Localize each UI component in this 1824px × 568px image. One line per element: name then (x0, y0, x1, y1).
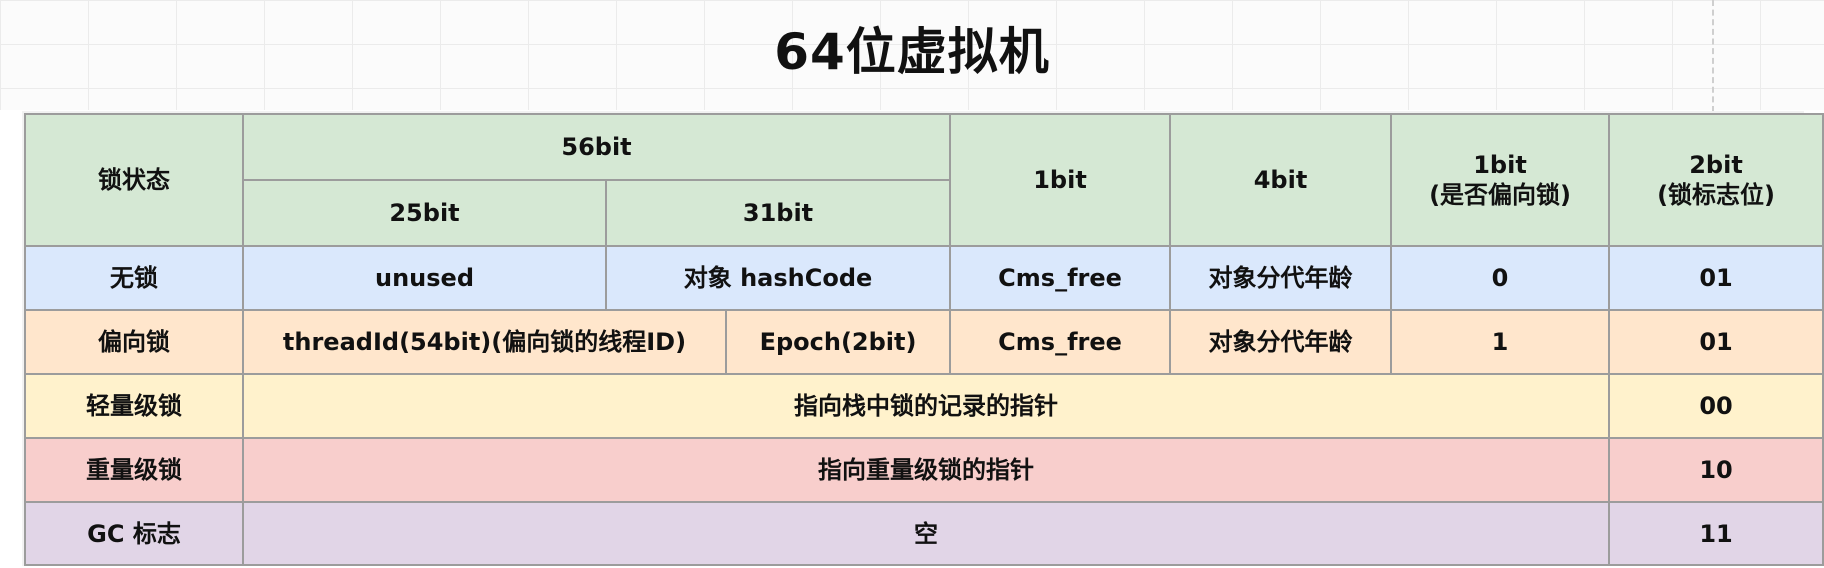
header-56bit: 56bit (241, 113, 952, 181)
cell-unused: unused (242, 245, 607, 311)
state-no-lock: 无锁 (24, 245, 244, 311)
cell-stack-lock-record-pointer: 指向栈中锁的记录的指针 (241, 373, 1611, 439)
cell-epoch: Epoch(2bit) (724, 309, 952, 375)
header-row-bottom: 25bit 31bit (25, 179, 1823, 247)
header-row-top: 锁状态 56bit 1bit 4bit 1bit (是否偏向锁) 2bit (锁… (24, 113, 1824, 247)
state-biased-lock: 偏向锁 (24, 309, 244, 375)
row-biased-lock: 偏向锁 threadId(54bit)(偏向锁的线程ID) Epoch(2bit… (24, 309, 1824, 375)
header-biased-bit-desc: (是否偏向锁) (1429, 181, 1571, 209)
page-title: 64位虚拟机 (774, 23, 1050, 81)
row-no-lock: 无锁 unused 对象 hashCode Cms_free 对象分代年龄 0 … (24, 245, 1824, 311)
header-1bit: 1bit (949, 113, 1172, 247)
cell-gc-age: 对象分代年龄 (1169, 309, 1393, 375)
mark-word-table: 锁状态 56bit 1bit 4bit 1bit (是否偏向锁) 2bit (锁… (24, 113, 1824, 566)
row-heavyweight-lock: 重量级锁 指向重量级锁的指针 10 (24, 437, 1824, 503)
header-flag-bits-size: 2bit (1689, 151, 1743, 179)
cell-lock-flag: 01 (1608, 309, 1824, 375)
cell-lock-flag: 11 (1608, 501, 1824, 566)
row-lightweight-lock: 轻量级锁 指向栈中锁的记录的指针 00 (24, 373, 1824, 439)
header-biased-bit: 1bit (是否偏向锁) (1390, 113, 1611, 247)
header-flag-bits: 2bit (锁标志位) (1608, 113, 1824, 247)
cell-monitor-pointer: 指向重量级锁的指针 (241, 437, 1611, 503)
header-biased-bit-size: 1bit (1473, 151, 1527, 179)
dashed-guide-line (1712, 0, 1714, 112)
grid-background (0, 0, 1824, 110)
header-4bit: 4bit (1169, 113, 1393, 247)
header-flag-bits-desc: (锁标志位) (1657, 181, 1775, 209)
cell-biased-flag: 1 (1390, 309, 1611, 375)
state-gc-mark: GC 标志 (24, 501, 244, 566)
cell-gc-age: 对象分代年龄 (1169, 245, 1393, 311)
cell-cms-free: Cms_free (949, 245, 1172, 311)
cell-lock-flag: 10 (1608, 437, 1824, 503)
cell-lock-flag: 01 (1608, 245, 1824, 311)
cell-biased-flag: 0 (1390, 245, 1611, 311)
cell-cms-free: Cms_free (949, 309, 1172, 375)
header-lock-state: 锁状态 (24, 113, 244, 247)
header-31bit: 31bit (604, 179, 952, 247)
header-25bit: 25bit (242, 179, 607, 247)
cell-thread-id: threadId(54bit)(偏向锁的线程ID) (242, 309, 727, 375)
cell-hashcode: 对象 hashCode (604, 245, 952, 311)
cell-lock-flag: 00 (1608, 373, 1824, 439)
row-gc-mark: GC 标志 空 11 (24, 501, 1824, 566)
state-lightweight-lock: 轻量级锁 (24, 373, 244, 439)
cell-empty: 空 (241, 501, 1611, 566)
state-heavyweight-lock: 重量级锁 (24, 437, 244, 503)
